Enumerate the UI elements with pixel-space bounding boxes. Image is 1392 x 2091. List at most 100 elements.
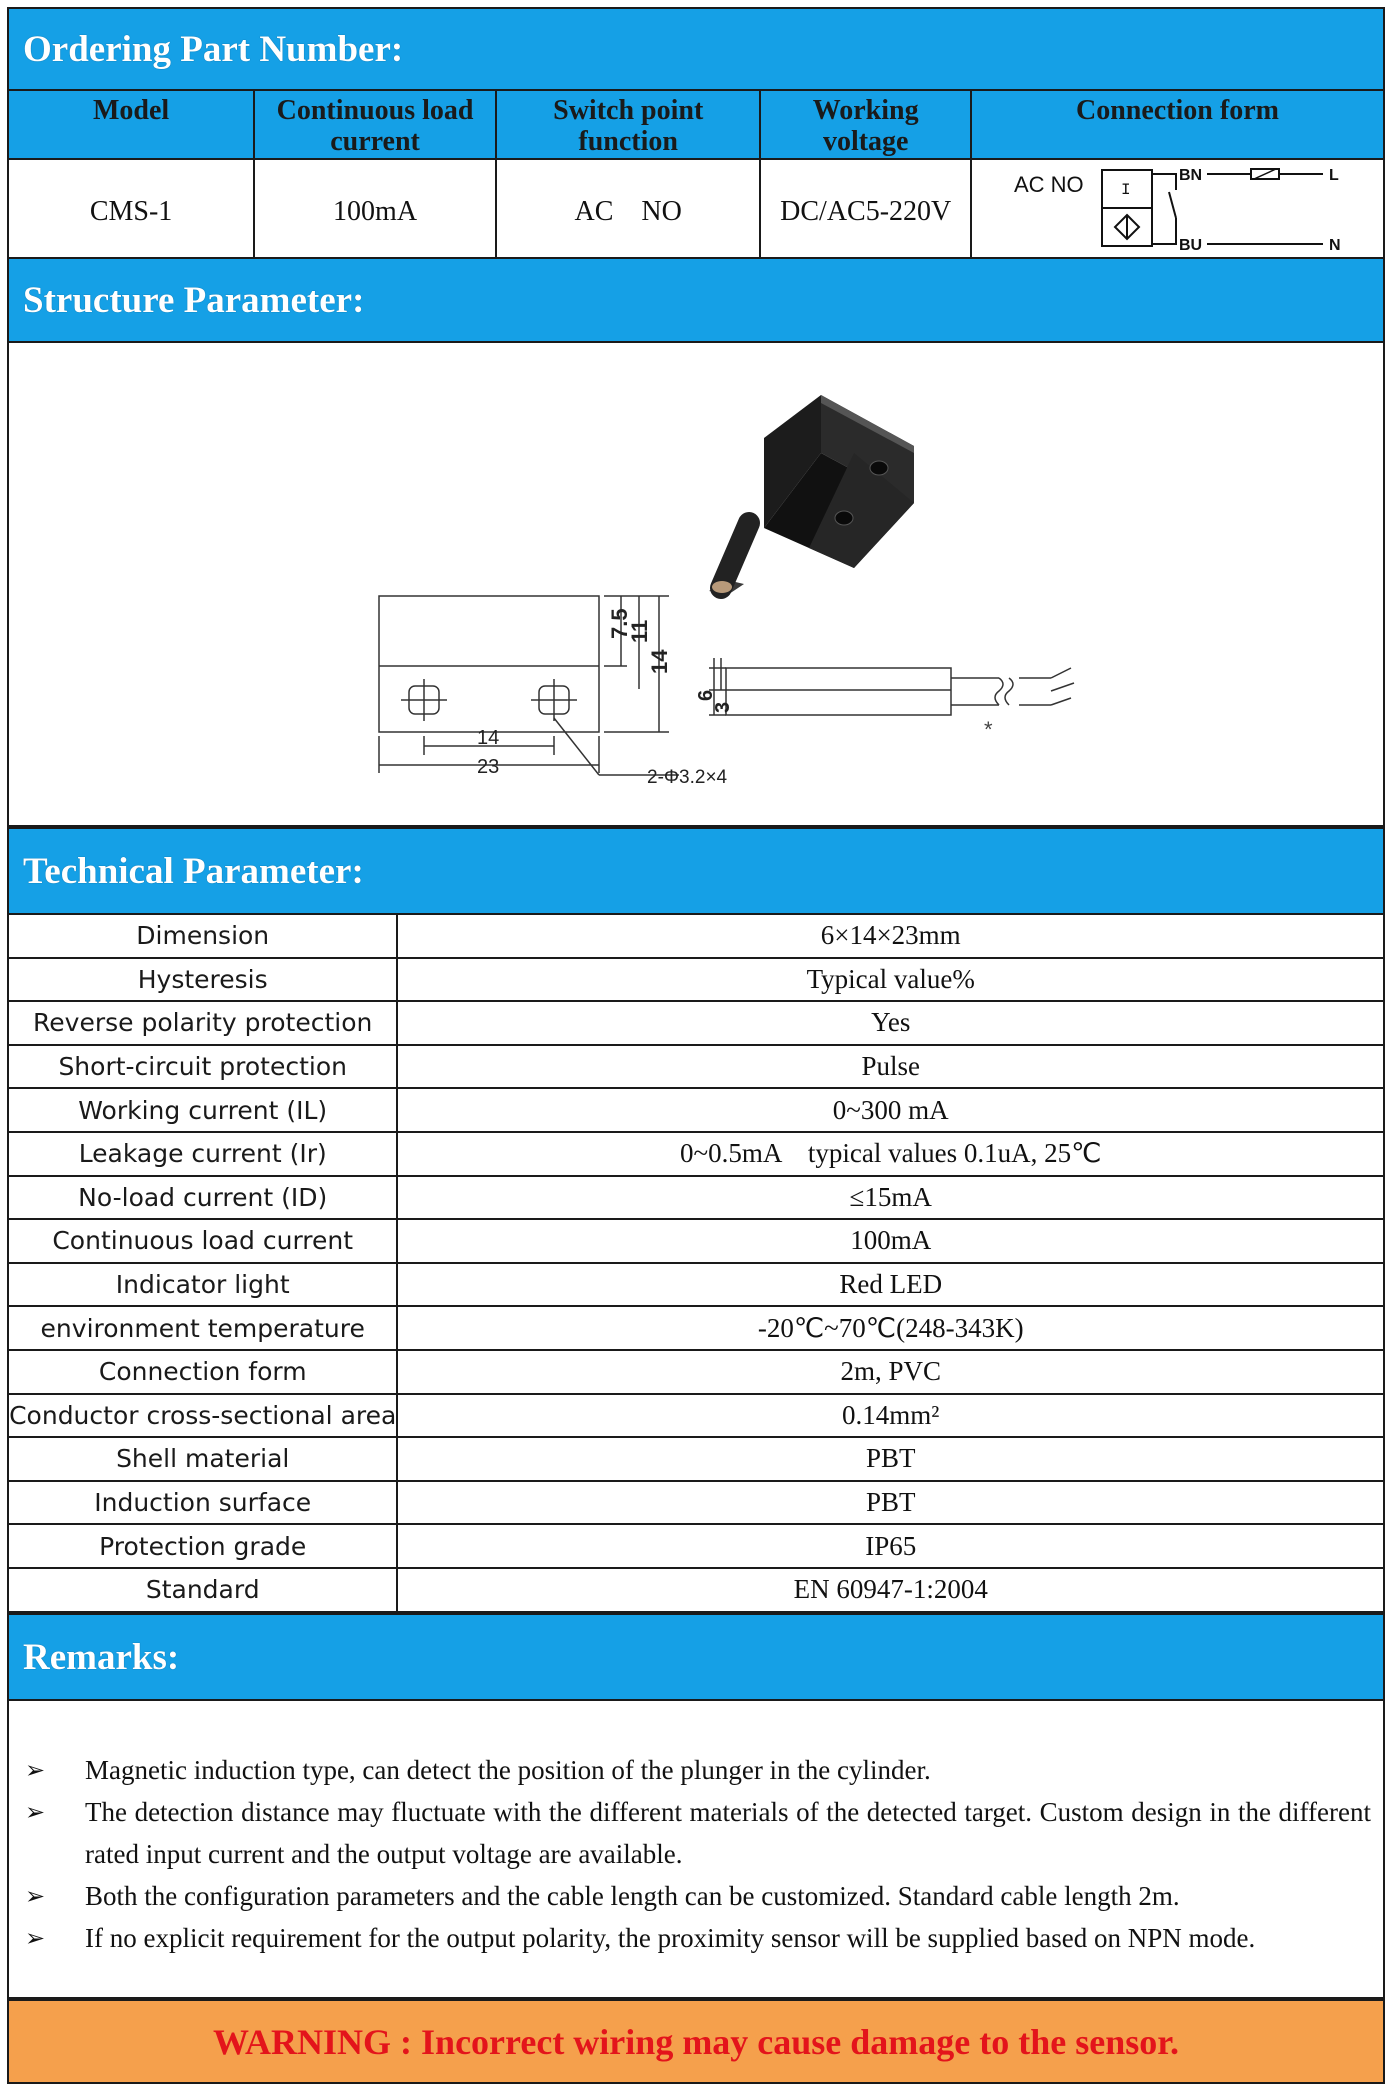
- technical-section-title: Technical Parameter:: [7, 827, 1385, 915]
- dim-3: 3: [712, 702, 734, 713]
- ordering-voltage-value: DC/AC5-220V: [759, 158, 972, 266]
- ordering-model-value: CMS-1: [6, 158, 256, 266]
- remarks-title-text: Remarks:: [23, 1636, 180, 1678]
- dim-star: *: [984, 717, 993, 742]
- technical-row-value: PBT: [396, 1436, 1385, 1482]
- structure-drawing-area: 14 23 7.5 11 14 2-Φ3.2×4 6 3 *: [7, 341, 1385, 827]
- sensor-symbol-icon: [1113, 213, 1141, 241]
- ordering-header-row: Model Continuous load current Switch poi…: [6, 89, 1386, 160]
- technical-row-label: Hysteresis: [6, 956, 399, 1003]
- technical-row-label: Induction surface: [6, 1479, 399, 1526]
- remark-text: Magnetic induction type, can detect the …: [85, 1755, 931, 1785]
- front-view-drawing: [378, 595, 679, 776]
- technical-row-value: Pulse: [396, 1043, 1385, 1090]
- warning-banner: WARNING : Incorrect wiring may cause dam…: [7, 1999, 1385, 2084]
- remark-item: ➢ Magnetic induction type, can detect the…: [25, 1749, 1371, 1791]
- dim-7-5: 7.5: [607, 608, 632, 639]
- technical-row-label: Working current (IL): [6, 1087, 399, 1133]
- technical-row-label: Short-circuit protection: [6, 1043, 399, 1090]
- remark-text: If no explicit requirement for the outpu…: [85, 1923, 1256, 1953]
- wiring-mode-label: AC NO: [1014, 172, 1084, 197]
- structure-section-title: Structure Parameter:: [7, 257, 1385, 343]
- ordering-header-connection: Connection form: [969, 89, 1386, 160]
- ordering-data-row: CMS-1 100mA AC NO DC/AC5-220V AC NO I BN: [6, 158, 1386, 266]
- technical-row: No-load current (ID)≤15mA: [6, 1174, 1385, 1221]
- dim-14-horizontal: 14: [477, 727, 499, 749]
- warning-text: WARNING : Incorrect wiring may cause dam…: [213, 2021, 1179, 2062]
- technical-row-label: Indicator light: [6, 1261, 399, 1308]
- technical-row: Leakage current (Ir)0~0.5mA typical valu…: [6, 1130, 1385, 1177]
- remarks-list: ➢ Magnetic induction type, can detect the…: [7, 1699, 1385, 1999]
- technical-row-label: Conductor cross-sectional area: [6, 1392, 399, 1439]
- dim-6: 6: [695, 690, 717, 701]
- ordering-section-title: Ordering Part Number:: [7, 7, 1385, 91]
- technical-row-label: Standard: [6, 1566, 399, 1613]
- technical-row-value: 0.14mm²: [396, 1392, 1385, 1439]
- dim-11: 11: [627, 620, 652, 643]
- sensor-product-image: [709, 395, 914, 599]
- ordering-switch-point-value: AC NO: [494, 158, 762, 266]
- remark-text: The detection distance may fluctuate wit…: [85, 1797, 1371, 1869]
- technical-row-value: IP65: [396, 1523, 1385, 1569]
- switch-contact-icon: [1168, 191, 1177, 219]
- technical-row-label: Dimension: [6, 913, 399, 959]
- wiring-bn-label: BN: [1179, 167, 1202, 184]
- ordering-table: Model Continuous load current Switch poi…: [6, 89, 1386, 266]
- structure-title-text: Structure Parameter:: [23, 279, 365, 321]
- technical-row: Working current (IL)0~300 mA: [6, 1087, 1385, 1133]
- structure-drawing: 14 23 7.5 11 14 2-Φ3.2×4 6 3 *: [378, 395, 1075, 788]
- technical-row-label: No-load current (ID): [6, 1174, 399, 1221]
- technical-row-label: Leakage current (Ir): [6, 1130, 399, 1177]
- technical-row-value: Yes: [396, 1000, 1385, 1046]
- technical-title-text: Technical Parameter:: [23, 850, 364, 892]
- remark-item: ➢ The detection distance may fluctuate wi…: [25, 1791, 1371, 1875]
- arrow-bullet-icon: ➢: [25, 1924, 46, 1952]
- ordering-header-switch-point: Switch point function: [494, 89, 762, 160]
- technical-row-value: EN 60947-1:2004: [396, 1566, 1385, 1613]
- technical-row-label: Continuous load current: [6, 1218, 399, 1264]
- wiring-diagram: AC NO I BN L BU N: [1014, 167, 1341, 254]
- wiring-n-label: N: [1329, 237, 1341, 254]
- arrow-bullet-icon: ➢: [25, 1798, 46, 1826]
- connection-form-diagram: AC NO I BN L BU N: [969, 158, 1386, 266]
- ordering-title-text: Ordering Part Number:: [23, 28, 404, 70]
- technical-row-value: Typical value%: [396, 956, 1385, 1003]
- wiring-bu-label: BU: [1179, 237, 1202, 254]
- technical-row-value: Red LED: [396, 1261, 1385, 1308]
- ordering-header-model: Model: [6, 89, 256, 160]
- technical-row-label: environment temperature: [6, 1305, 399, 1351]
- technical-row-value: 6×14×23mm: [396, 913, 1385, 959]
- technical-row-label: Shell material: [6, 1436, 399, 1482]
- technical-row-value: 2m, PVC: [396, 1348, 1385, 1395]
- ordering-header-load-current: Continuous load current: [253, 89, 497, 160]
- technical-row-label: Reverse polarity protection: [6, 1000, 399, 1046]
- remarks-section-title: Remarks:: [7, 1613, 1385, 1701]
- dim-23: 23: [477, 756, 499, 778]
- technical-row: environment temperature-20℃~70℃(248-343K…: [6, 1305, 1385, 1351]
- arrow-bullet-icon: ➢: [25, 1756, 46, 1784]
- arrow-bullet-icon: ➢: [25, 1882, 46, 1910]
- technical-row-label: Connection form: [6, 1348, 399, 1395]
- dim-holes: 2-Φ3.2×4: [647, 767, 728, 788]
- side-view-drawing: [709, 658, 1075, 716]
- remark-text: Both the configuration parameters and th…: [85, 1881, 1180, 1911]
- technical-row-value: -20℃~70℃(248-343K): [396, 1305, 1385, 1351]
- technical-row-value: ≤15mA: [396, 1174, 1385, 1221]
- technical-row-value: 100mA: [396, 1218, 1385, 1264]
- technical-row-value: 0~0.5mA typical values 0.1uA, 25℃: [396, 1130, 1385, 1177]
- ordering-header-voltage: Working voltage: [759, 89, 972, 160]
- technical-row-label: Protection grade: [6, 1523, 399, 1569]
